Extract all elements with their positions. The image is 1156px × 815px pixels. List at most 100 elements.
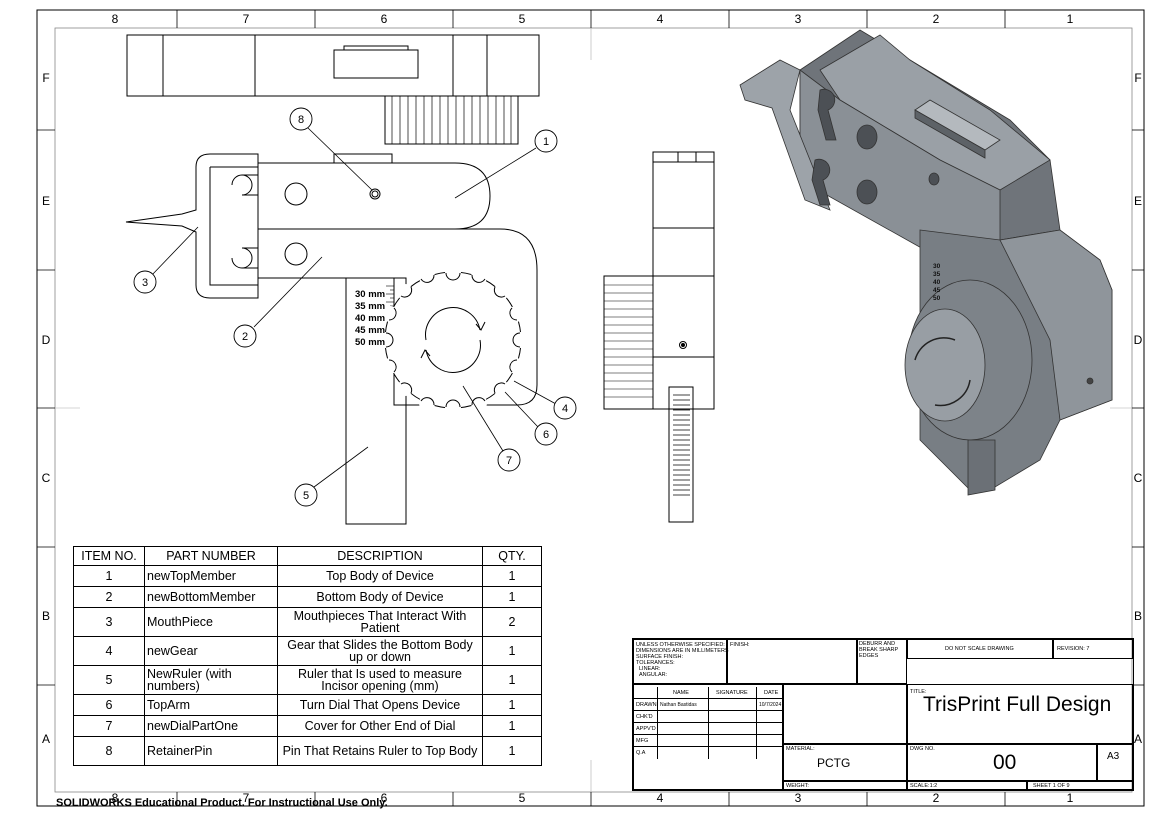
tb-drawn: DRAWN bbox=[636, 702, 657, 708]
bom-item: 7 bbox=[73, 715, 145, 737]
tb-cell bbox=[633, 639, 727, 684]
educational-watermark: SOLIDWORKS Educational Product. For Inst… bbox=[56, 797, 388, 809]
ruler-text: 30 mm 35 mm 40 mm 45 mm 50 mm bbox=[355, 289, 385, 348]
col-label-top: 3 bbox=[795, 12, 802, 26]
tb-drawn-name: Nathan Bastidas bbox=[660, 702, 697, 708]
tb-cell bbox=[907, 744, 1097, 781]
col-label-top: 5 bbox=[519, 12, 526, 26]
tb-col bbox=[709, 687, 757, 759]
tb-cell bbox=[1027, 781, 1133, 790]
center-marks bbox=[55, 28, 1132, 792]
gear-notch-arcs bbox=[385, 272, 521, 408]
tb-do-not-scale: DO NOT SCALE DRAWING bbox=[945, 646, 1014, 652]
bom-item: 5 bbox=[73, 665, 145, 695]
col-label-bottom: 6 bbox=[381, 791, 388, 805]
bom-part: TopArm bbox=[144, 694, 278, 716]
tb-chkd: CHK'D bbox=[636, 714, 653, 720]
bom-item: 2 bbox=[73, 586, 145, 608]
tb-col bbox=[657, 687, 709, 759]
iso-ruler-mark: 30 bbox=[933, 263, 941, 270]
tb-dwg-label: DWG NO. bbox=[910, 746, 935, 752]
tb-date-hdr: DATE bbox=[764, 690, 779, 696]
row-label-right: B bbox=[1134, 609, 1142, 623]
side-ruler-ticks bbox=[673, 394, 690, 496]
balloon-number: 1 bbox=[543, 136, 549, 148]
balloon-number: 5 bbox=[303, 490, 309, 502]
row-label-left: A bbox=[42, 732, 50, 746]
balloon-number: 2 bbox=[242, 331, 248, 343]
col-label-bottom: 8 bbox=[112, 791, 119, 805]
tb-cell bbox=[783, 684, 907, 744]
balloon-number: 4 bbox=[562, 403, 568, 415]
tb-material-label: MATERIAL: bbox=[786, 746, 815, 752]
bom-item: 1 bbox=[73, 565, 145, 587]
bom-header-desc: DESCRIPTION bbox=[277, 546, 483, 566]
zone-labels: 8 7 6 5 4 3 2 1 8 7 6 5 4 3 2 1 F E D C … bbox=[42, 12, 1143, 805]
table-row: 3 MouthPiece Mouthpieces That Interact W… bbox=[73, 607, 542, 637]
bom-header-item: ITEM NO. bbox=[73, 546, 145, 566]
tb-cell bbox=[783, 781, 907, 790]
bom-part: newDialPartOne bbox=[144, 715, 278, 737]
bom-qty: 1 bbox=[482, 665, 542, 695]
bom-qty: 1 bbox=[482, 736, 542, 766]
leaders bbox=[150, 127, 557, 488]
row-label-right: E bbox=[1134, 194, 1142, 208]
bom-part: newGear bbox=[144, 636, 278, 666]
col-label-top: 1 bbox=[1067, 12, 1074, 26]
tb-mfg: MFG bbox=[636, 738, 649, 744]
balloon-number: 8 bbox=[298, 114, 304, 126]
bom-part: MouthPiece bbox=[144, 607, 278, 637]
tb-finish: FINISH: bbox=[730, 642, 750, 648]
tb-cell bbox=[633, 684, 783, 790]
ruler-mark: 35 mm bbox=[355, 301, 385, 312]
tb-unless: UNLESS OTHERWISE SPECIFIED: bbox=[636, 642, 725, 648]
row-label-left: D bbox=[42, 333, 51, 347]
ruler-mark: 40 mm bbox=[355, 313, 385, 324]
tb-size: A3 bbox=[1107, 751, 1120, 762]
tb-qa: Q.A bbox=[636, 750, 646, 756]
bom-part: newTopMember bbox=[144, 565, 278, 587]
iso-ruler-mark: 50 bbox=[933, 295, 941, 302]
top-view bbox=[126, 34, 540, 145]
bom-qty: 1 bbox=[482, 694, 542, 716]
tb-tolerances: TOLERANCES: bbox=[636, 660, 675, 666]
tb-cell bbox=[857, 639, 907, 684]
bom-qty: 1 bbox=[482, 586, 542, 608]
bom-desc: Mouthpieces That Interact With Patient bbox=[277, 607, 483, 637]
bom-item: 4 bbox=[73, 636, 145, 666]
front-view bbox=[125, 153, 538, 525]
bom-header-row: ITEM NO. PART NUMBER DESCRIPTION QTY. bbox=[73, 546, 542, 566]
tb-sig-hdr: SIGNATURE bbox=[716, 690, 748, 696]
tb-weight-label: WEIGHT: bbox=[786, 783, 809, 789]
balloon-number: 7 bbox=[506, 455, 512, 467]
drawing-title: TrisPrint Full Design bbox=[923, 693, 1112, 716]
bom-part: newBottomMember bbox=[144, 586, 278, 608]
bom-qty: 2 bbox=[482, 607, 542, 637]
col-label-bottom: 7 bbox=[243, 791, 250, 805]
tb-cell bbox=[783, 744, 907, 781]
tb-surface: SURFACE FINISH: bbox=[636, 654, 684, 660]
side-view bbox=[603, 151, 715, 523]
balloon-1 bbox=[534, 129, 558, 153]
bom-desc: Top Body of Device bbox=[277, 565, 483, 587]
balloon-number: 6 bbox=[543, 429, 549, 441]
bom-qty: 1 bbox=[482, 565, 542, 587]
row-label-left: E bbox=[42, 194, 50, 208]
inner-frame bbox=[54, 27, 1133, 793]
col-label-bottom: 3 bbox=[795, 791, 802, 805]
balloon-5 bbox=[294, 483, 318, 507]
table-row: 8 RetainerPin Pin That Retains Ruler to … bbox=[73, 736, 542, 766]
table-row: 2 newBottomMember Bottom Body of Device … bbox=[73, 586, 542, 608]
bom-part: NewRuler (with numbers) bbox=[144, 665, 278, 695]
iso-ruler-mark: 40 bbox=[933, 279, 941, 286]
tb-cell bbox=[1053, 639, 1133, 659]
row-label-left: F bbox=[42, 71, 49, 85]
bom-header-part: PART NUMBER bbox=[144, 546, 278, 566]
tb-cell bbox=[907, 639, 1053, 659]
tb-apprvd: APPV'D bbox=[636, 726, 656, 732]
iso-ruler-mark: 45 bbox=[933, 287, 941, 294]
tb-cell bbox=[1097, 744, 1133, 781]
tb-deburr: DEBURR AND BREAK SHARP EDGES bbox=[859, 641, 899, 659]
tb-angular: ANGULAR: bbox=[639, 672, 668, 678]
